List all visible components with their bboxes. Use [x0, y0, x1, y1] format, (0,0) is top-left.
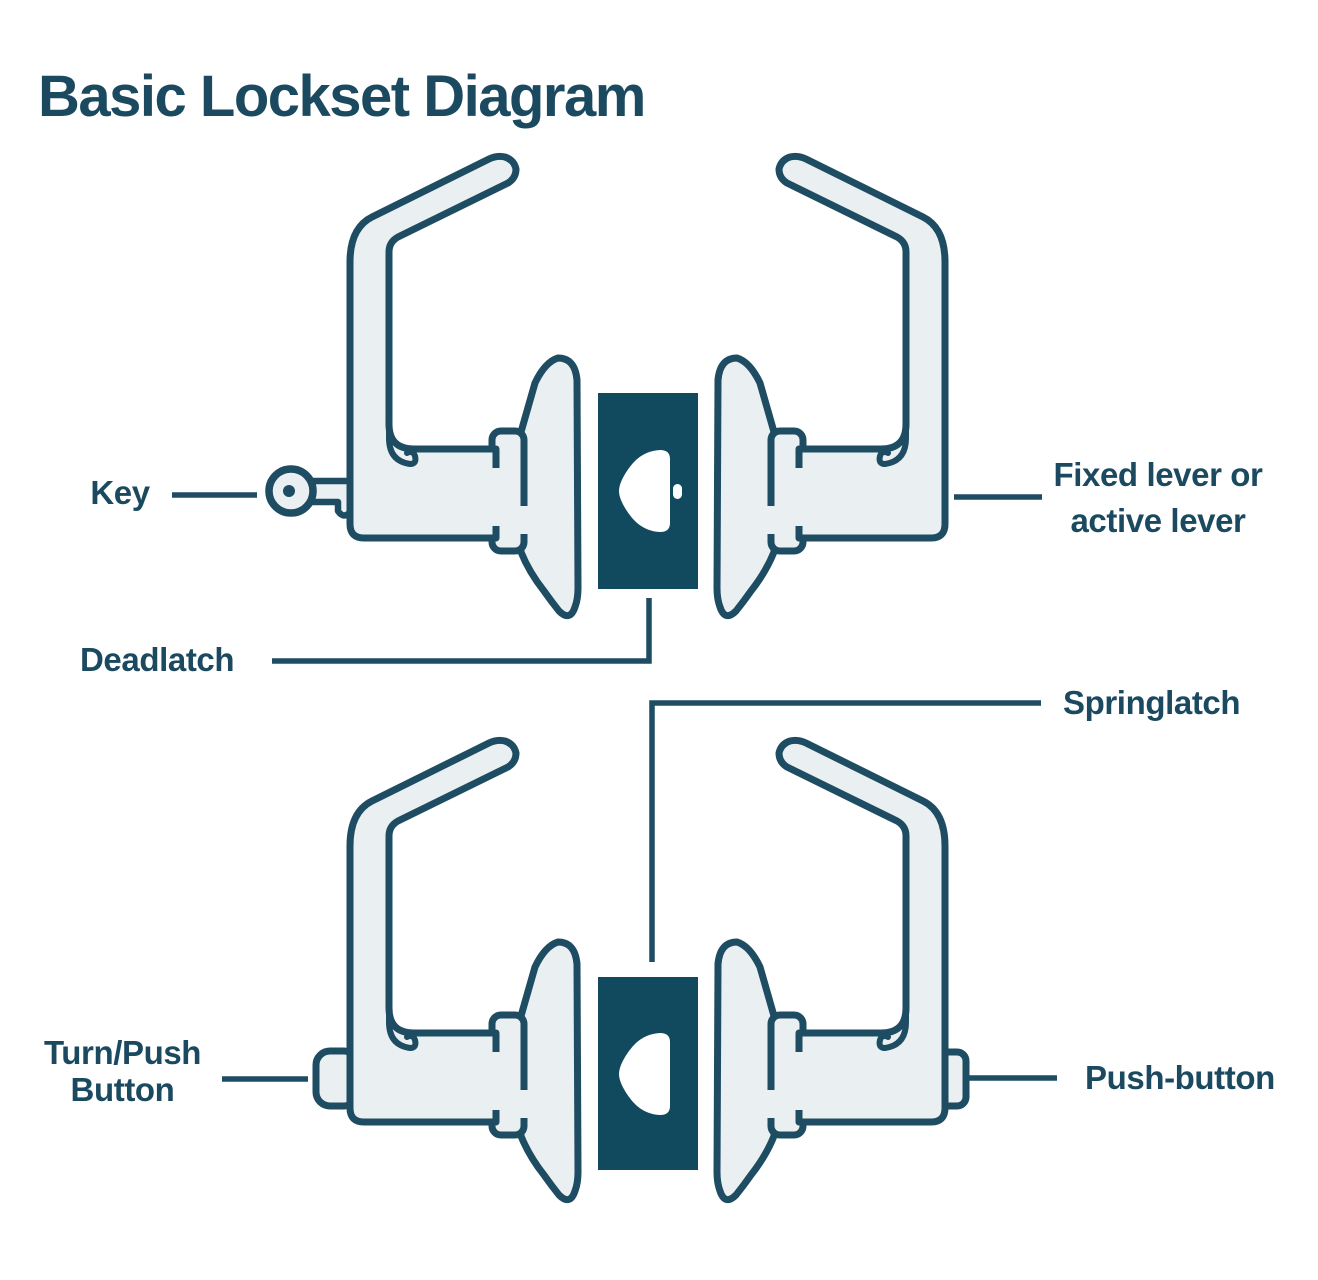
turn-push-label-line2: Button — [70, 1071, 175, 1108]
deadlatch-plate — [598, 393, 698, 589]
fixed-lever-label: Fixed lever or active lever — [1040, 452, 1276, 544]
bottom-right-lever-assembly — [717, 740, 945, 1199]
key-label: Key — [90, 474, 150, 511]
turn-push-label: Turn/Push Button — [30, 1034, 215, 1108]
deadlatch-label: Deadlatch — [80, 641, 235, 678]
connector-lines — [172, 492, 1057, 1082]
bottom-left-lever-assembly — [350, 740, 578, 1199]
deadlatch-connector-line — [272, 598, 652, 664]
top-right-lever-assembly — [717, 156, 945, 615]
top-left-lever-assembly — [350, 156, 578, 615]
fixed-lever-label-line2: active lever — [1070, 502, 1246, 539]
lockset-top — [265, 156, 945, 615]
push-button-label: Push-button — [1085, 1059, 1275, 1096]
lockset-bottom — [312, 740, 970, 1199]
key-icon — [265, 465, 355, 519]
page-title: Basic Lockset Diagram — [38, 63, 646, 129]
turn-push-label-line1: Turn/Push — [43, 1034, 202, 1071]
springlatch-connector-line — [649, 700, 1041, 962]
springlatch-plate — [598, 977, 698, 1170]
deadlatch-plunger — [673, 484, 682, 499]
fixed-lever-label-line1: Fixed lever or — [1053, 456, 1263, 493]
springlatch-label: Springlatch — [1063, 684, 1241, 721]
